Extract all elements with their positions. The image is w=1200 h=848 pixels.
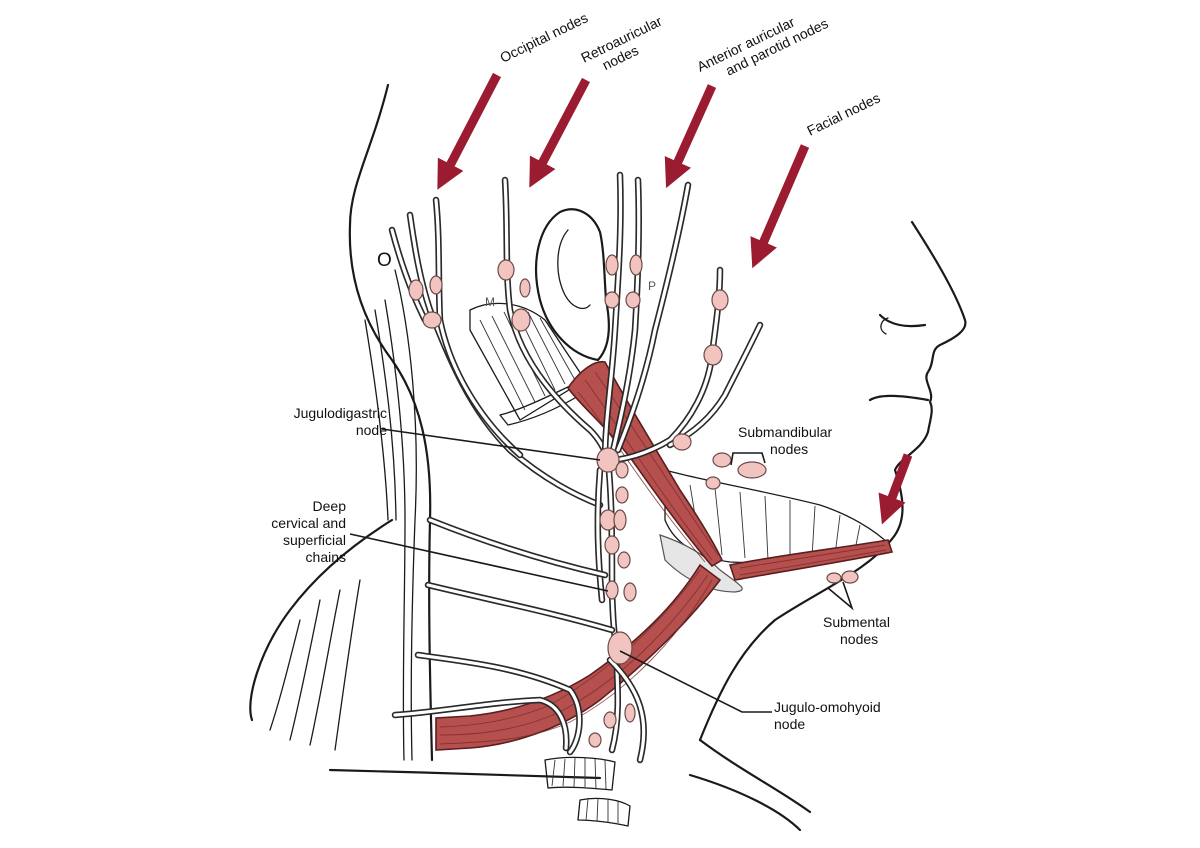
clavicle-region <box>544 756 631 827</box>
lymph-node <box>408 279 424 301</box>
label-deep-cervical-chains: Deep cervical and superficial chains <box>271 498 346 565</box>
label-deep-cervical-line2: cervical and <box>271 515 346 531</box>
lymph-node <box>624 703 636 723</box>
lymph-node <box>737 461 767 479</box>
lymph-vessel <box>596 468 604 602</box>
lymph-vessel-outline <box>426 516 609 579</box>
lymph-node <box>511 308 531 332</box>
label-jugulo-omohyoid-line2: node <box>774 716 805 732</box>
lymph-node <box>588 732 602 748</box>
arrow-retroauricular <box>529 77 590 188</box>
posterior-neck-muscle-lines <box>269 269 417 761</box>
lymph-vessel <box>426 583 614 632</box>
mastoid-marker-letter: M <box>485 295 495 309</box>
lymph-vessel <box>390 228 427 322</box>
lymph-vessel <box>613 268 722 462</box>
label-occipital-text: Occipital nodes <box>497 9 590 65</box>
occipital-marker-letter: O <box>377 250 392 271</box>
head-outline <box>249 83 967 832</box>
lymph-node <box>625 291 641 309</box>
leader-jugulo-omohyoid <box>619 650 772 713</box>
label-submental-line1: Submental <box>823 614 890 630</box>
lymph-node <box>629 254 643 276</box>
lymph-node <box>603 711 617 729</box>
lymph-node <box>711 289 729 311</box>
lymph-node <box>705 476 721 490</box>
lymph-vessel <box>616 183 690 452</box>
lymph-node <box>605 580 619 600</box>
lymph-node <box>607 631 633 665</box>
lymph-node <box>604 535 620 555</box>
lymph-node <box>615 486 629 504</box>
lymph-node <box>672 433 692 451</box>
label-submandibular-line2: nodes <box>770 441 808 457</box>
label-facial-nodes: Facial nodes <box>804 90 882 139</box>
arrow-occipital <box>437 72 501 190</box>
lymph-node <box>703 344 723 366</box>
lymph-node <box>841 570 859 584</box>
lymph-node <box>604 291 620 309</box>
label-facial-text: Facial nodes <box>804 90 882 139</box>
lymph-node <box>623 582 637 602</box>
arrow-anterior-auricular <box>664 84 717 189</box>
lymph-nodes <box>408 254 859 748</box>
leader-lines <box>349 428 854 713</box>
lymphatic-vessels <box>388 171 764 764</box>
pointer-arrows <box>437 72 913 525</box>
arrow-submental <box>878 453 913 525</box>
label-jugulo-omohyoid-node: Jugulo-omohyoid node <box>774 699 881 732</box>
lymph-node <box>615 461 629 479</box>
lymph-node <box>617 551 631 569</box>
lymph-node <box>826 572 842 584</box>
label-deep-cervical-line4: chains <box>306 549 346 565</box>
parotid-marker-letter: P <box>648 279 656 293</box>
lymph-vessel <box>503 178 610 462</box>
leader-submental <box>827 581 854 611</box>
leader-jugulodigastric <box>381 428 601 461</box>
lymph-vessel <box>603 173 623 462</box>
label-jugulo-omohyoid-line1: Jugulo-omohyoid <box>774 699 881 715</box>
digastric-muscle <box>728 539 894 581</box>
lymph-node <box>497 259 515 281</box>
gland-shape <box>659 534 743 593</box>
lymph-vessel <box>416 653 582 754</box>
label-submental-line2: nodes <box>840 631 878 647</box>
lymph-vessel <box>668 323 762 447</box>
leader-submandibular <box>730 452 766 466</box>
lymph-node <box>613 509 627 531</box>
lymph-node <box>605 254 619 276</box>
label-submandibular-nodes: Submandibular nodes <box>738 424 833 457</box>
lymph-vessel <box>608 658 646 762</box>
lymph-node <box>422 311 442 329</box>
lymph-node <box>429 275 443 295</box>
label-occipital-nodes: Occipital nodes <box>497 9 590 65</box>
arrow-facial <box>750 144 810 269</box>
lymph-node <box>519 278 531 298</box>
lymph-vessel <box>428 518 607 577</box>
lymph-vessel <box>610 178 641 457</box>
label-submandibular-line1: Submandibular <box>738 424 833 440</box>
label-jugulodigastric-line2: node <box>356 422 387 438</box>
label-anterior-auricular-nodes: Anterior auricular and parotid nodes <box>694 13 830 78</box>
label-jugulodigastric-line1: Jugulodigastric <box>294 405 387 421</box>
label-retroauricular-nodes: Retroauricular nodes <box>578 13 664 73</box>
label-deep-cervical-line1: Deep <box>313 498 347 514</box>
label-submental-nodes: Submental nodes <box>823 614 890 647</box>
lymph-node <box>712 452 732 468</box>
ear <box>534 208 611 362</box>
lymph-vessel <box>393 698 568 750</box>
label-jugulodigastric-node: Jugulodigastric node <box>294 405 388 438</box>
label-deep-cervical-line3: superficial <box>283 532 346 548</box>
leader-deep-cervical <box>349 533 609 592</box>
